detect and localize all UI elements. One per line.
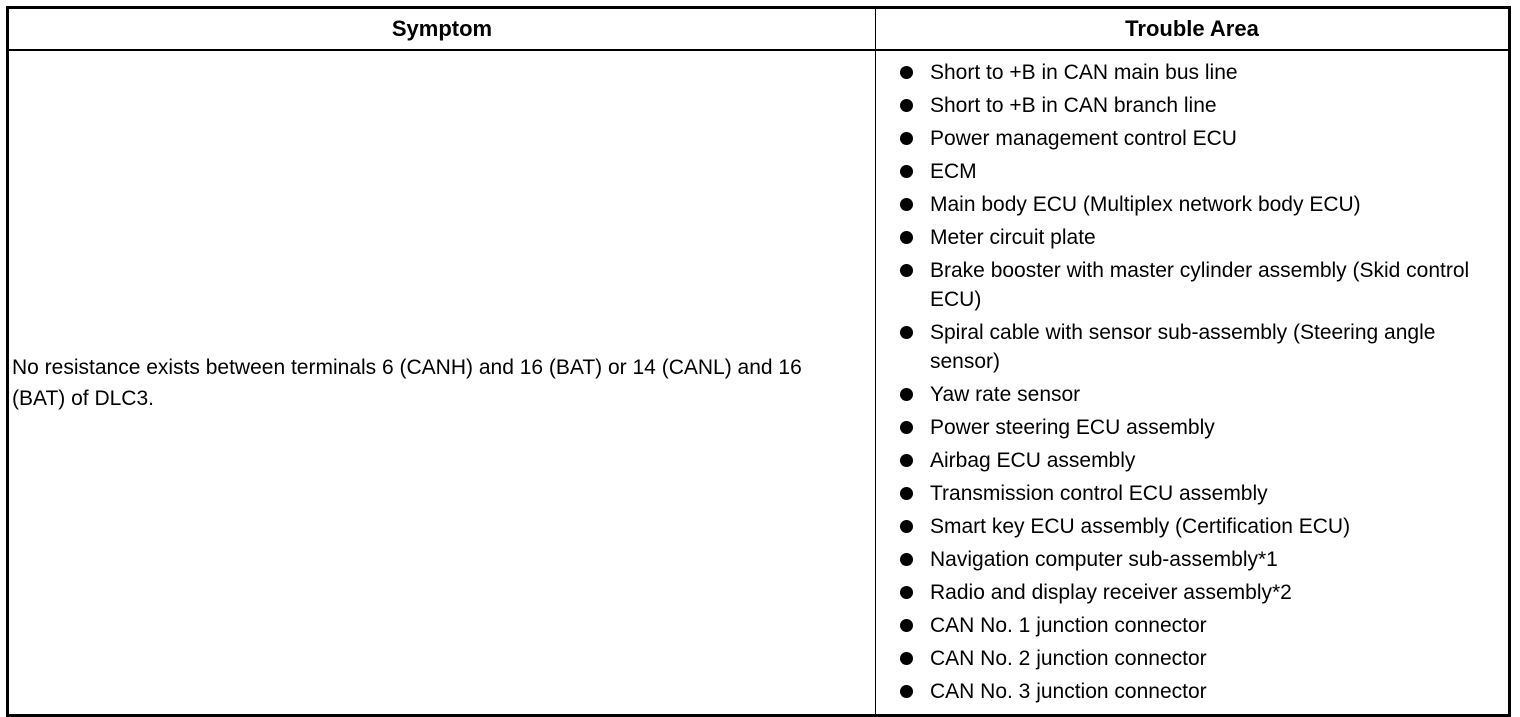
table-body: No resistance exists between terminals 6… bbox=[7, 49, 1510, 716]
trouble-area-text: Yaw rate sensor bbox=[930, 383, 1081, 406]
trouble-area-text: Transmission control ECU assembly bbox=[930, 482, 1268, 505]
trouble-area-text: CAN No. 1 junction connector bbox=[930, 614, 1207, 637]
trouble-area-text: Meter circuit plate bbox=[930, 226, 1096, 249]
trouble-area-item: Short to +B in CAN branch line bbox=[898, 91, 1502, 120]
bullet-icon bbox=[900, 165, 913, 178]
bullet-icon bbox=[900, 198, 913, 211]
trouble-area-text: Power steering ECU assembly bbox=[930, 416, 1215, 439]
trouble-area-item: Radio and display receiver assembly*2 bbox=[898, 578, 1502, 607]
trouble-area-item: Smart key ECU assembly (Certification EC… bbox=[898, 512, 1502, 541]
trouble-area-item: Yaw rate sensor bbox=[898, 380, 1502, 409]
bullet-icon bbox=[900, 487, 913, 500]
bullet-icon bbox=[900, 421, 913, 434]
trouble-area-text: Airbag ECU assembly bbox=[930, 449, 1136, 472]
trouble-area-item: Main body ECU (Multiplex network body EC… bbox=[898, 190, 1502, 219]
trouble-area-list: Short to +B in CAN main bus line Short t… bbox=[898, 58, 1502, 706]
bullet-icon bbox=[900, 619, 913, 632]
trouble-area-item: CAN No. 3 junction connector bbox=[898, 677, 1502, 706]
trouble-area-text: Power management control ECU bbox=[930, 127, 1237, 150]
bullet-icon bbox=[900, 231, 913, 244]
trouble-area-text: CAN No. 3 junction connector bbox=[930, 680, 1207, 703]
trouble-area-text: Navigation computer sub-assembly*1 bbox=[930, 548, 1278, 571]
trouble-area-text: Spiral cable with sensor sub-assembly (S… bbox=[930, 321, 1436, 373]
trouble-area-item: Transmission control ECU assembly bbox=[898, 479, 1502, 508]
trouble-area-text: CAN No. 2 junction connector bbox=[930, 647, 1207, 670]
bullet-icon bbox=[900, 652, 913, 665]
bullet-icon bbox=[900, 553, 913, 566]
trouble-area-item: Short to +B in CAN main bus line bbox=[898, 58, 1502, 87]
trouble-table: Symptom Trouble Area No resistance exist… bbox=[6, 6, 1511, 717]
trouble-area-text: Brake booster with master cylinder assem… bbox=[930, 259, 1470, 311]
trouble-area-text: Main body ECU (Multiplex network body EC… bbox=[930, 193, 1361, 216]
trouble-area-item: Spiral cable with sensor sub-assembly (S… bbox=[898, 318, 1502, 376]
trouble-area-item: Navigation computer sub-assembly*1 bbox=[898, 545, 1502, 574]
bullet-icon bbox=[900, 132, 913, 145]
trouble-area-text: Radio and display receiver assembly*2 bbox=[930, 581, 1292, 604]
trouble-area-text: Smart key ECU assembly (Certification EC… bbox=[930, 515, 1351, 538]
bullet-icon bbox=[900, 685, 913, 698]
trouble-area-cell: Short to +B in CAN main bus line Short t… bbox=[875, 49, 1510, 716]
bullet-icon bbox=[900, 388, 913, 401]
bullet-icon bbox=[900, 586, 913, 599]
trouble-area-text: Short to +B in CAN branch line bbox=[930, 94, 1217, 117]
table-header: Symptom Trouble Area bbox=[7, 7, 1510, 51]
trouble-area-item: Power management control ECU bbox=[898, 124, 1502, 153]
bullet-icon bbox=[900, 66, 913, 79]
symptom-cell: No resistance exists between terminals 6… bbox=[7, 49, 876, 716]
trouble-area-item: Meter circuit plate bbox=[898, 223, 1502, 252]
header-row: Symptom Trouble Area bbox=[7, 7, 1510, 51]
trouble-area-item: ECM bbox=[898, 157, 1502, 186]
trouble-area-item: CAN No. 1 junction connector bbox=[898, 611, 1502, 640]
trouble-area-header: Trouble Area bbox=[875, 7, 1510, 51]
symptom-header: Symptom bbox=[7, 7, 876, 51]
trouble-area-item: CAN No. 2 junction connector bbox=[898, 644, 1502, 673]
bullet-icon bbox=[900, 99, 913, 112]
trouble-area-text: Short to +B in CAN main bus line bbox=[930, 61, 1238, 84]
trouble-area-item: Brake booster with master cylinder assem… bbox=[898, 256, 1502, 314]
bullet-icon bbox=[900, 264, 913, 277]
bullet-icon bbox=[900, 454, 913, 467]
trouble-area-item: Power steering ECU assembly bbox=[898, 413, 1502, 442]
bullet-icon bbox=[900, 520, 913, 533]
bullet-icon bbox=[900, 326, 913, 339]
table-row: No resistance exists between terminals 6… bbox=[7, 49, 1510, 716]
trouble-area-item: Airbag ECU assembly bbox=[898, 446, 1502, 475]
trouble-area-text: ECM bbox=[930, 160, 977, 183]
